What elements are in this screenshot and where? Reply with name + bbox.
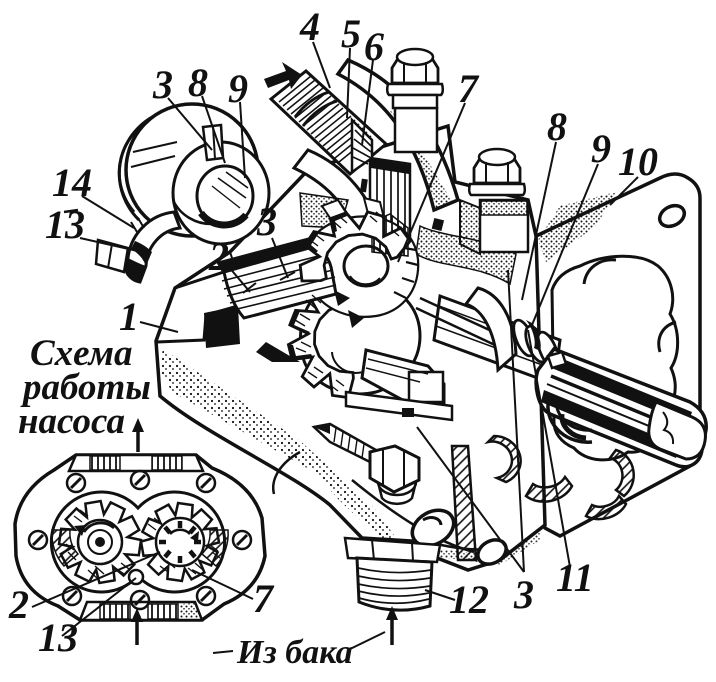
svg-text:5: 5 <box>341 11 361 56</box>
svg-text:10: 10 <box>618 139 658 184</box>
svg-text:3: 3 <box>152 62 173 107</box>
svg-text:3: 3 <box>256 199 277 244</box>
svg-text:7: 7 <box>458 66 480 111</box>
svg-text:9: 9 <box>228 66 248 111</box>
svg-text:Схема: Схема <box>30 333 133 374</box>
svg-text:13: 13 <box>45 202 85 247</box>
svg-text:2: 2 <box>8 582 29 627</box>
svg-text:12: 12 <box>449 577 489 622</box>
svg-text:11: 11 <box>556 555 594 600</box>
svg-text:8: 8 <box>188 60 208 105</box>
svg-text:4: 4 <box>299 4 320 49</box>
svg-text:9: 9 <box>591 126 611 171</box>
svg-text:8: 8 <box>547 104 567 149</box>
svg-text:13: 13 <box>38 615 78 660</box>
svg-text:6: 6 <box>364 24 384 69</box>
svg-text:работы: работы <box>20 367 151 408</box>
svg-text:3: 3 <box>513 572 534 617</box>
svg-text:Из бака: Из бака <box>236 634 353 671</box>
svg-text:насоса: насоса <box>18 401 125 442</box>
svg-text:14: 14 <box>52 160 92 205</box>
svg-text:1: 1 <box>119 294 139 339</box>
svg-text:7: 7 <box>253 576 275 621</box>
svg-text:2: 2 <box>208 234 229 279</box>
